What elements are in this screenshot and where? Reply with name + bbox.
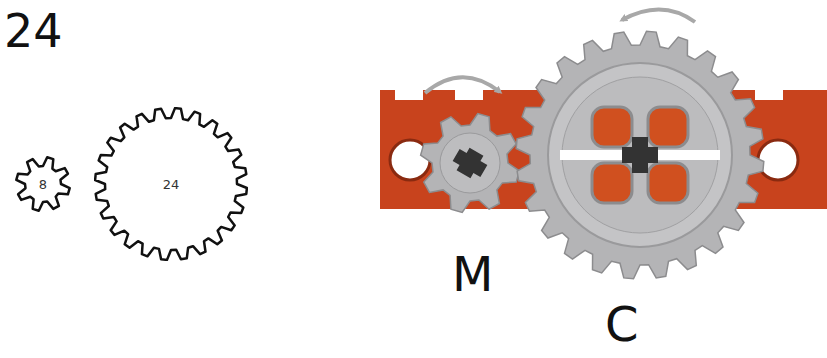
tooth-count: 8: [14, 178, 72, 191]
ratio-label: 24: [4, 8, 63, 54]
large-gear: [516, 31, 764, 279]
small-gear-node: 8: [14, 155, 72, 213]
large-gear-node: 24: [94, 107, 248, 261]
gear-letter: M: [452, 250, 493, 298]
rotation-arrow: [425, 77, 500, 93]
beam-hole: [758, 140, 798, 180]
small-gear: [421, 114, 520, 213]
tooth-count: 24: [94, 178, 248, 191]
axle-cross: [450, 144, 491, 183]
rotation-arrow: [622, 9, 695, 22]
gear-letter: C: [605, 300, 639, 348]
axle-cross: [622, 137, 658, 173]
